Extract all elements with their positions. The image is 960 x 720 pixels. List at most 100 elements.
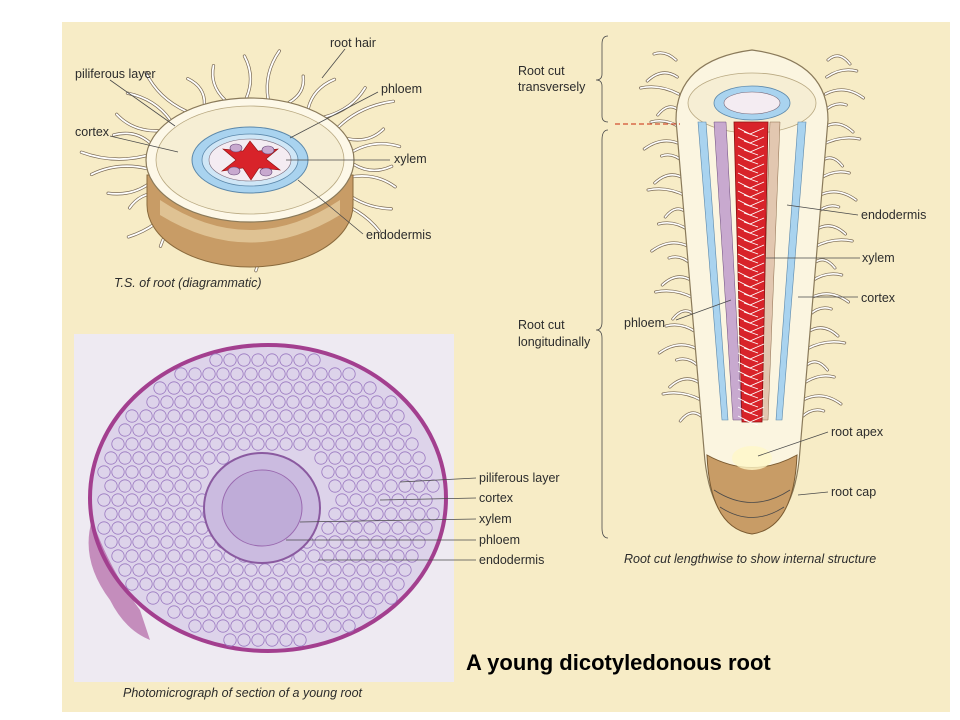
cortex-cell	[104, 479, 118, 493]
cortex-cell	[405, 521, 419, 535]
root-hair-fill	[90, 165, 148, 176]
cortex-cell	[237, 409, 251, 423]
cortex-cell	[188, 479, 202, 493]
cortex-cell	[97, 521, 111, 535]
cortex-cell	[230, 395, 244, 409]
cortex-cell	[356, 535, 370, 549]
cortex-cell	[265, 381, 279, 395]
xylem-vessel-mark	[737, 217, 765, 228]
root-hair-fill	[352, 163, 393, 172]
cortex-cell	[125, 549, 139, 563]
cortex-cell	[216, 591, 230, 605]
cortex-cell	[181, 549, 195, 563]
cortex-cell	[181, 521, 195, 535]
cortex-cell	[307, 605, 321, 619]
cortex-cell	[118, 451, 132, 465]
ls-label-root-cap: root cap	[831, 485, 876, 499]
cortex-cell	[377, 521, 391, 535]
cortex-cell	[349, 409, 363, 423]
slide-title: A young dicotyledonous root	[466, 650, 771, 675]
ls-xylem-core	[733, 121, 769, 423]
cortex-cell	[321, 605, 335, 619]
cortex-cell	[363, 605, 377, 619]
root-hair-fill	[243, 55, 252, 99]
cortex-cell	[237, 577, 251, 591]
cortex-cell	[202, 591, 216, 605]
ls-root-cap-layer	[713, 489, 791, 503]
root-hair-fill	[126, 92, 172, 122]
cortex-cell	[419, 521, 433, 535]
root-hair-fill	[658, 344, 699, 354]
cortex-cell	[111, 493, 125, 507]
cortex-cell	[272, 591, 286, 605]
cortex-cell	[111, 549, 125, 563]
photo-stele-inner	[221, 469, 303, 547]
cortex-cell	[405, 465, 419, 479]
cortex-cell	[328, 451, 342, 465]
cortex-cell	[307, 549, 321, 563]
root-hair-fill	[115, 113, 160, 132]
root-hair-fill	[639, 86, 680, 95]
cortex-cell	[412, 451, 426, 465]
root-hair-fill	[186, 77, 206, 106]
xylem-vessel-mark	[737, 370, 765, 381]
ls-top-stele	[723, 91, 781, 115]
cortex-cell	[321, 409, 335, 423]
root-hair-fill	[805, 341, 846, 350]
cortex-cell	[230, 619, 244, 633]
cortex-cell	[118, 423, 132, 437]
cortex-cell	[160, 395, 174, 409]
cortex-cell	[188, 535, 202, 549]
cortex-cell	[412, 535, 426, 549]
cortex-cell	[384, 591, 398, 605]
xylem-vessel-mark	[737, 271, 765, 282]
cortex-cell	[314, 535, 328, 549]
cortex-cell	[265, 353, 279, 367]
photo-label-phloem: phloem	[479, 533, 520, 547]
cortex-cell	[160, 591, 174, 605]
cortex-cell	[314, 619, 328, 633]
cortex-cell	[328, 395, 342, 409]
cortex-cell	[342, 563, 356, 577]
cortex-cell	[363, 577, 377, 591]
cortex-cell	[279, 353, 293, 367]
ls-brace-lower	[595, 129, 609, 539]
cortex-cell	[307, 353, 321, 367]
cortex-cell	[188, 367, 202, 381]
xylem-vessel-mark	[737, 388, 765, 399]
root-hair-fill	[346, 128, 385, 141]
cortex-cell	[202, 367, 216, 381]
cortex-cell	[328, 591, 342, 605]
cortex-cell	[314, 451, 328, 465]
photo-label-cortex: cortex	[479, 491, 514, 505]
root-hair	[336, 99, 395, 129]
cortex-cell	[251, 605, 265, 619]
xylem-vessel-mark	[737, 343, 765, 354]
ts-phloem-patch	[227, 166, 241, 176]
cortex-cell	[188, 591, 202, 605]
cortex-cell	[342, 451, 356, 465]
cortex-cell	[237, 353, 251, 367]
cortex-cell	[328, 535, 342, 549]
cortex-cell	[384, 535, 398, 549]
root-hair-fill	[662, 392, 702, 401]
cortex-cell	[237, 437, 251, 451]
cortex-cell	[216, 451, 230, 465]
cortex-cell	[279, 437, 293, 451]
cortex-cell	[356, 563, 370, 577]
cortex-cell	[132, 507, 146, 521]
cortex-cell	[153, 577, 167, 591]
cortex-cell	[160, 507, 174, 521]
photomicrograph: piliferous layer cortex xylem phloem end…	[74, 334, 560, 700]
xylem-vessel-mark	[737, 406, 765, 417]
cortex-cell	[328, 479, 342, 493]
cortex-cell	[167, 577, 181, 591]
cortex-cell	[293, 381, 307, 395]
cortex-cell	[363, 549, 377, 563]
cortex-cell	[349, 493, 363, 507]
cortex-cell	[174, 423, 188, 437]
cortex-cell	[300, 591, 314, 605]
cortex-cell	[335, 549, 349, 563]
cortex-cell	[244, 395, 258, 409]
cortex-cell	[167, 605, 181, 619]
